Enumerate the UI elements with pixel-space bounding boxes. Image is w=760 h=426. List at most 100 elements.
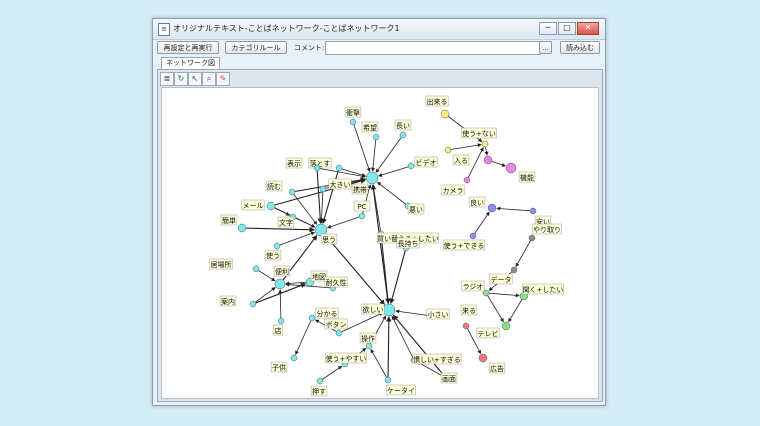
node-label: 店 [275,326,282,335]
node-label: 落とす [310,159,331,168]
node-tsukau[interactable] [273,242,281,250]
node-label-box [351,183,369,195]
tab-network-diagram[interactable]: ネットワーク図 [161,57,220,69]
node-label-box [310,270,328,282]
edge-nagai-keitai [375,134,404,173]
browse-button[interactable]: ... [539,41,552,54]
network-graph[interactable]: 携帯思う欲しい衝撃希望長い落とす表示ビデオ大きい読むメール悪い文字簡単PC使う買… [162,88,598,398]
node-label: 聞く+したい [523,286,564,294]
node-label: 表示 [287,159,301,168]
node-ketai[interactable] [384,376,392,384]
node-label-box [310,385,328,397]
edge-camera-tsukaenai [466,146,484,181]
node-tv[interactable] [501,321,511,331]
node-label-box [270,361,288,373]
node-benri[interactable] [274,278,286,290]
refresh-icon[interactable]: ↻ [174,72,188,86]
node-kuru[interactable] [462,322,470,330]
node-nagai[interactable] [399,131,407,139]
node-tsukaeru[interactable] [469,232,477,240]
node-kinou[interactable] [505,162,517,174]
edge-otosu-omou [321,167,340,225]
node-ookii[interactable] [319,185,327,193]
node-keitai[interactable] [365,171,379,185]
node-label: 大きい [330,180,351,189]
node-label: 良い [470,198,484,207]
list-icon[interactable]: ≣ [160,72,174,86]
node-kantan[interactable] [237,223,247,233]
node-camera[interactable] [463,176,471,184]
zoom-icon[interactable]: ⌕ [202,72,216,86]
node-label: 文字 [279,218,293,227]
comment-label: コメント: [294,44,325,52]
node-label-box [277,216,295,228]
node-label-box [441,184,465,196]
tab-bar: ネットワーク図 [157,57,601,69]
node-yasui[interactable] [529,207,537,215]
node-video[interactable] [407,162,415,170]
node-label-box [209,258,233,270]
node-hairu[interactable] [444,146,452,154]
node-label-box [461,127,497,139]
node-label: 使う+できる [444,241,485,250]
node-pc[interactable] [358,212,366,220]
node-label-box [328,178,352,190]
edge-nagamochi-hoshii [389,247,407,305]
node-dekiru[interactable] [440,109,450,119]
node-label: 欲しい [363,305,384,314]
node-label-box [359,332,377,344]
export-icon[interactable]: ✎ [216,72,230,86]
edge-tsukaeru-yoi [472,211,490,237]
pointer-icon[interactable]: ↖ [188,72,202,86]
node-kodomo[interactable] [290,354,298,362]
node-label: 携帯 [353,185,367,194]
category-rule-button[interactable]: カテゴリルール [225,41,287,54]
node-kibo[interactable] [372,133,380,141]
edge-moji-omou [292,216,316,228]
node-kokoku[interactable] [478,353,488,363]
node-tsukaenai[interactable] [481,140,489,148]
node-button[interactable] [335,329,343,337]
network-canvas[interactable]: 携帯思う欲しい衝撃希望長い落とす表示ビデオ大きい読むメール悪い文字簡単PC使う買… [161,87,599,399]
node-label-box [344,106,362,118]
node-label-box [353,200,371,212]
node-radio[interactable] [482,289,490,297]
edge-tsukau-omou [276,231,316,247]
maximize-button[interactable]: □ [558,22,576,35]
node-label-box [452,154,470,166]
edge-kaikae-hoshii [380,233,391,304]
node-wakaru[interactable] [308,314,316,322]
node-ibasho[interactable] [252,265,260,273]
edge-kantan-omou [241,226,315,233]
node-label: ラジオ [463,283,484,291]
node-label-box [442,239,486,251]
node-data[interactable] [510,266,518,274]
node-annai[interactable] [249,300,257,308]
node-label: 押す [312,387,326,396]
node-label: カメラ [443,187,464,195]
node-label-box [489,273,513,285]
node-yaritori[interactable] [528,234,536,242]
edge-yomu-keitai [291,177,367,193]
reconfigure-button[interactable]: 再設定と再実行 [157,41,219,54]
node-osu[interactable] [316,377,324,385]
node-yoi[interactable] [487,203,497,213]
node-mise[interactable] [277,317,285,325]
node-otosu[interactable] [335,164,343,172]
edge-button-hoshii [338,312,384,334]
node-label: メール [243,202,264,210]
close-button[interactable]: ✕ [577,22,599,35]
comment-input[interactable] [325,41,541,55]
edge-warui-keitai [376,181,409,207]
node-pinkmid[interactable] [483,155,493,165]
node-label-box [414,156,438,168]
node-label: 機能 [520,173,534,182]
minimize-button[interactable]: ─ [539,22,557,35]
node-hoshii[interactable] [382,303,396,317]
node-hyoji[interactable] [313,164,321,172]
load-button[interactable]: 読み込む [560,41,600,54]
node-shogeki[interactable] [349,118,357,126]
node-yomu[interactable] [288,188,296,196]
node-mail[interactable] [266,201,276,211]
node-sosa[interactable] [365,342,373,350]
